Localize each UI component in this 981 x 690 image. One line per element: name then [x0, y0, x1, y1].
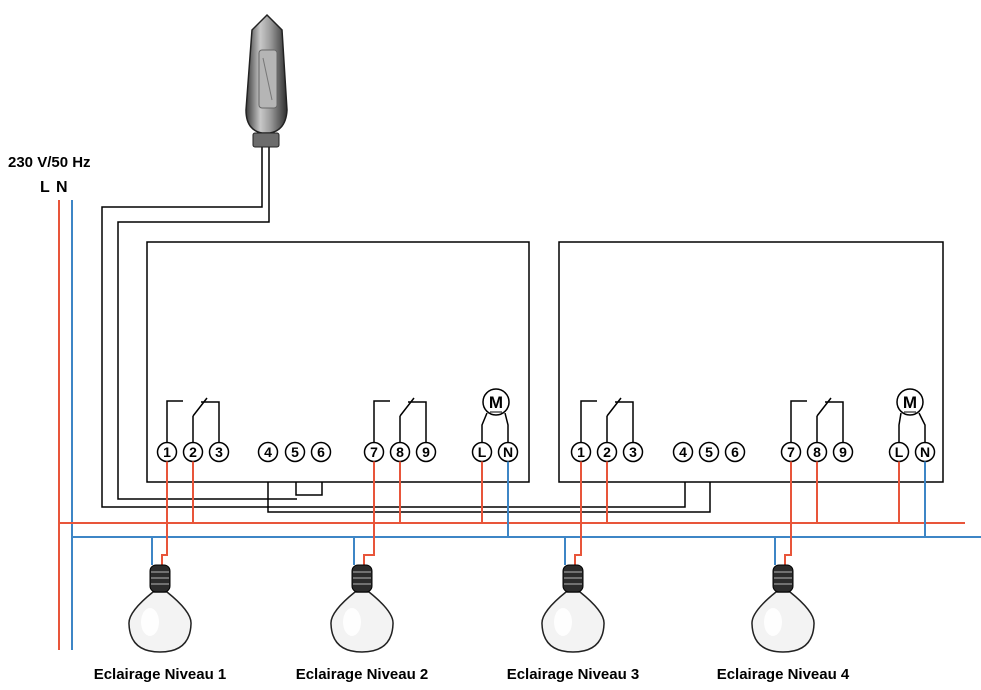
terminal-label: N [503, 444, 513, 460]
lamp-label: Eclairage Niveau 3 [507, 666, 640, 683]
relay-contact-icon [166, 397, 220, 443]
relay-contact-icon [790, 397, 844, 443]
light-bulb-icon [751, 564, 815, 653]
motor-label: M [903, 393, 917, 412]
relay-contact-icon [580, 397, 634, 443]
terminal-7: 7 [780, 441, 802, 463]
terminal-label: 6 [731, 444, 739, 460]
terminal-label: 1 [577, 444, 585, 460]
terminal-4: 4 [672, 441, 694, 463]
terminal-label: 4 [679, 444, 687, 460]
lamp-label: Eclairage Niveau 4 [717, 666, 850, 683]
terminal-8: 8 [806, 441, 828, 463]
lamps: Eclairage Niveau 1 Eclairage Niveau 2 Ecla… [94, 461, 850, 683]
light-sensor-icon [245, 13, 288, 148]
terminal-label: L [895, 444, 904, 460]
terminal-label: 5 [705, 444, 713, 460]
sensor-wire-2 [117, 145, 297, 500]
terminal-N: N [497, 441, 519, 463]
lamp-label: Eclairage Niveau 2 [296, 666, 429, 683]
terminal-label: 3 [215, 444, 223, 460]
terminal-5: 5 [284, 441, 306, 463]
sensor-wire-3 [267, 462, 711, 513]
terminal-label: 4 [264, 444, 272, 460]
lamp-4: Eclairage Niveau 4 [717, 461, 850, 683]
terminal-N: N [914, 441, 936, 463]
terminal-label: 6 [317, 444, 325, 460]
terminal-label: 1 [163, 444, 171, 460]
lamp-switched-wire [784, 461, 792, 565]
neutral-label: N [56, 179, 68, 196]
terminal-L: L [471, 441, 493, 463]
terminal-label: 7 [370, 444, 378, 460]
motor-icon: M [481, 388, 510, 443]
terminal-L: L [888, 441, 910, 463]
lamp-switched-wire [161, 461, 168, 565]
terminal-8: 8 [389, 441, 411, 463]
light-bulb-icon [128, 564, 192, 653]
terminal-label: N [920, 444, 930, 460]
terminal-label: 5 [291, 444, 299, 460]
lamp-1: Eclairage Niveau 1 [94, 461, 227, 683]
terminal-6: 6 [310, 441, 332, 463]
motor-label: M [489, 393, 503, 412]
terminal-label: 2 [189, 444, 197, 460]
terminal-label: L [478, 444, 487, 460]
relay-contact-icon [373, 397, 427, 443]
module-housing [146, 241, 530, 483]
light-bulb-icon [330, 564, 394, 653]
light-bulb-icon [541, 564, 605, 653]
lamp-2: Eclairage Niveau 2 [296, 461, 429, 683]
lamp-label: Eclairage Niveau 1 [94, 666, 227, 683]
terminal-label: 8 [813, 444, 821, 460]
terminal-6: 6 [724, 441, 746, 463]
lamp-switched-wire [574, 461, 582, 565]
terminal-1: 1 [570, 441, 592, 463]
terminal-label: 2 [603, 444, 611, 460]
line-label: L [40, 179, 50, 196]
module-housing [558, 241, 944, 483]
terminal-label: 8 [396, 444, 404, 460]
terminal-2: 2 [596, 441, 618, 463]
terminal-label: 3 [629, 444, 637, 460]
terminal-label: 7 [787, 444, 795, 460]
terminal-label: 9 [839, 444, 847, 460]
terminal-2: 2 [182, 441, 204, 463]
lamp-3: Eclairage Niveau 3 [507, 461, 640, 683]
terminal-label: 9 [422, 444, 430, 460]
lamp-switched-wire [363, 461, 375, 565]
terminal-9: 9 [415, 441, 437, 463]
motor-icon: M [896, 388, 926, 443]
voltage-label: 230 V/50 Hz [8, 154, 91, 171]
terminal-3: 3 [208, 441, 230, 463]
sensor-wire-1 [101, 145, 686, 508]
terminal-5: 5 [698, 441, 720, 463]
terminal-3: 3 [622, 441, 644, 463]
terminal-9: 9 [832, 441, 854, 463]
terminal-4: 4 [257, 441, 279, 463]
terminal-7: 7 [363, 441, 385, 463]
terminal-1: 1 [156, 441, 178, 463]
